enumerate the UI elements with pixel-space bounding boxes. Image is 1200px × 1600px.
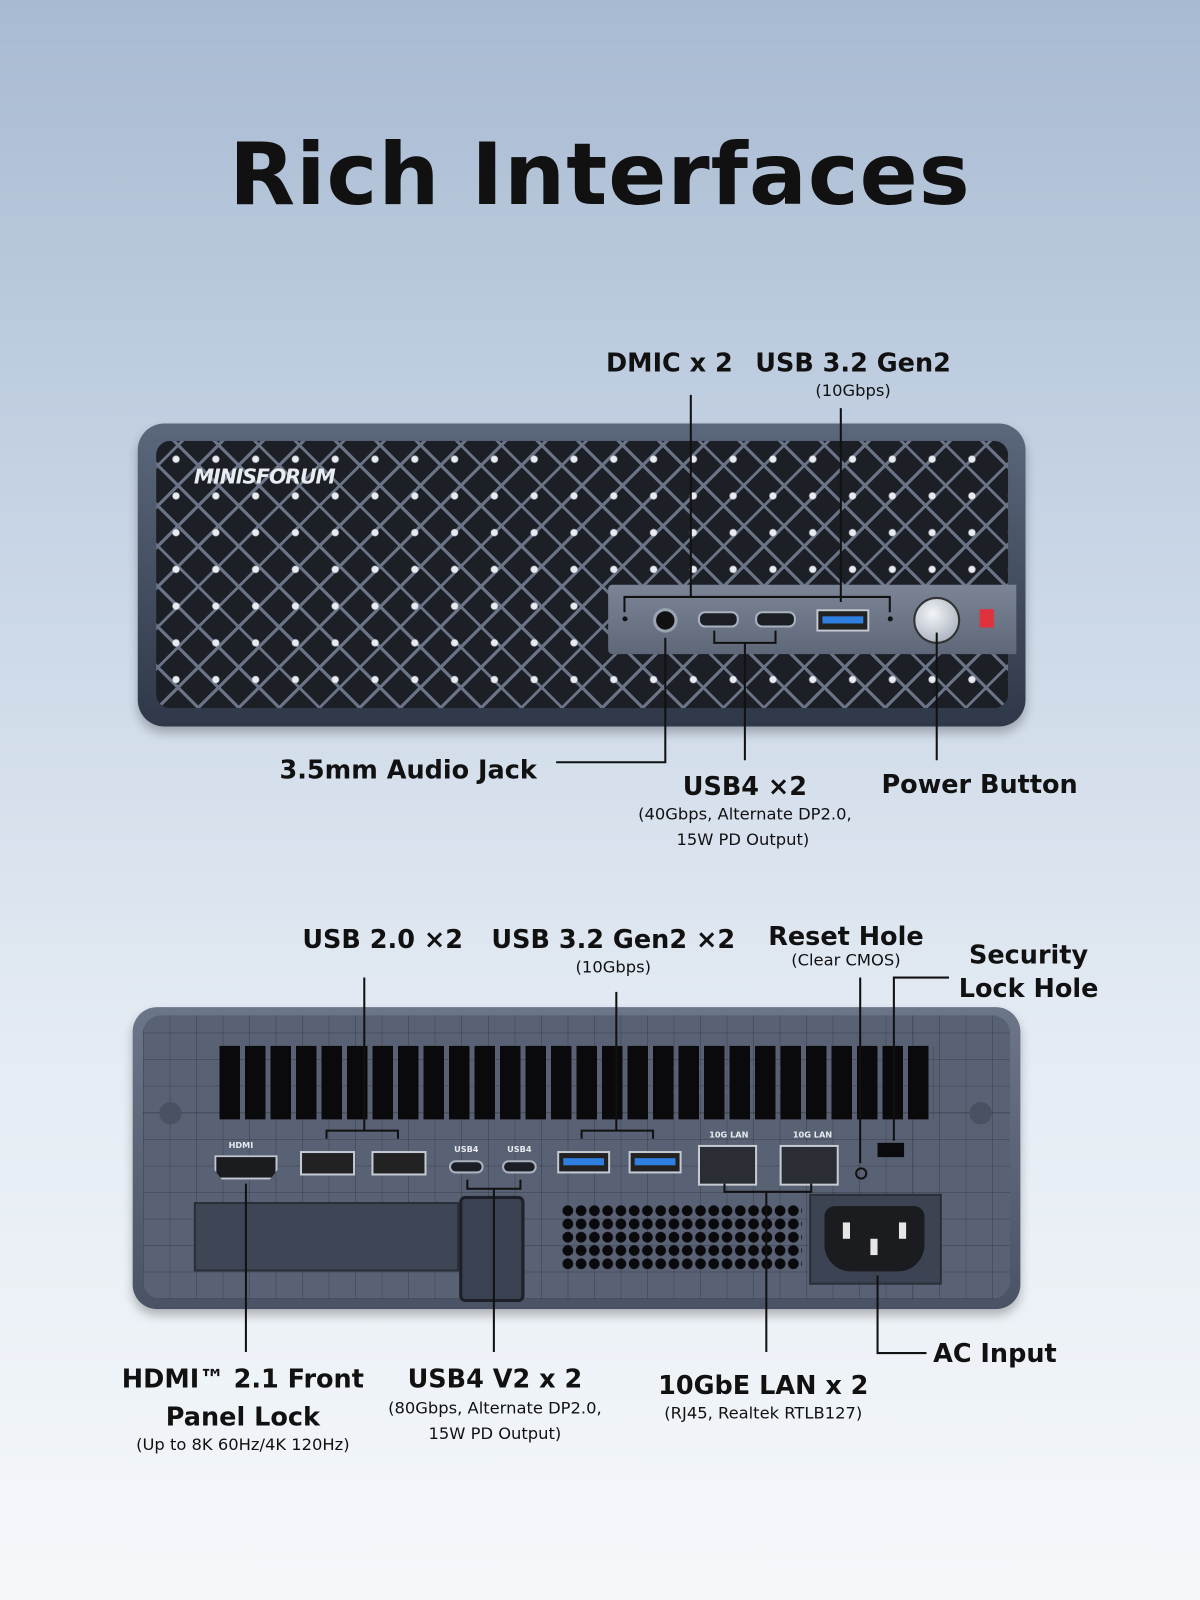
ac-pin-icon xyxy=(870,1238,878,1256)
front-usb32-sub: (10Gbps) xyxy=(815,380,891,400)
usb20-label: USB 2.0 ×2 xyxy=(302,924,463,955)
usb4v2-sub: 15W PD Output) xyxy=(428,1423,562,1443)
usb4-port-label: USB4 xyxy=(507,1144,532,1155)
hdmi-label: HDMI™ 2.1 Front xyxy=(121,1364,364,1394)
usb4v2-label: USB4 V2 x 2 xyxy=(407,1364,583,1394)
audio-jack-label: 3.5mm Audio Jack xyxy=(279,755,537,785)
usb4-port-icon xyxy=(755,611,796,628)
reset-hole-label: Reset Hole xyxy=(768,921,924,952)
audio-jack-icon xyxy=(653,608,678,633)
usb2-port-icon xyxy=(371,1151,427,1176)
usb4-sub: (40Gbps, Alternate DP2.0, xyxy=(638,804,852,824)
rear-mesh-vent xyxy=(561,1204,803,1270)
usb4-port-icon xyxy=(697,611,739,628)
front-grille xyxy=(156,440,1009,709)
brand-logo: MINISFORUM xyxy=(193,464,336,489)
ac-pin-icon xyxy=(842,1222,850,1239)
dmic-hole-icon xyxy=(622,616,628,622)
security-label: Lock Hole xyxy=(958,973,1099,1004)
rear-vents xyxy=(219,1045,934,1120)
ac-input-label: AC Input xyxy=(933,1338,1057,1369)
lan-port-icon xyxy=(779,1144,839,1186)
front-usb32-label: USB 3.2 Gen2 xyxy=(755,347,951,378)
reset-hole-icon xyxy=(855,1167,868,1180)
usb4v2-port-icon xyxy=(502,1160,537,1174)
page-title: Rich Interfaces xyxy=(229,124,971,225)
security-label: Security xyxy=(969,939,1089,970)
lan-port-label: 10G LAN xyxy=(792,1130,833,1140)
usb4-port-label: USB4 xyxy=(454,1144,479,1155)
usb3-port-icon xyxy=(628,1151,682,1174)
hdmi-port-icon xyxy=(214,1155,278,1180)
lan-port-icon xyxy=(697,1144,758,1186)
screw-icon xyxy=(159,1102,182,1125)
reset-hole-sub: (Clear CMOS) xyxy=(791,949,901,970)
usb4-sub: 15W PD Output) xyxy=(676,829,810,849)
usb2-port-icon xyxy=(299,1151,356,1176)
dmic-hole-icon xyxy=(887,616,893,622)
usb4-label: USB4 ×2 xyxy=(682,771,808,802)
usb3-port-icon xyxy=(557,1151,611,1174)
ac-pin-icon xyxy=(898,1222,907,1239)
hdmi-sub: (Up to 8K 60Hz/4K 120Hz) xyxy=(136,1434,350,1455)
power-button-label: Power Button xyxy=(881,769,1078,799)
lan-label: 10GbE LAN x 2 xyxy=(658,1370,869,1400)
rear-usb32-sub: (10Gbps) xyxy=(575,957,651,977)
ai-badge-icon xyxy=(979,609,994,628)
panel-lock-bar xyxy=(193,1202,460,1272)
rear-usb32-label: USB 3.2 Gen2 ×2 xyxy=(491,924,736,955)
screw-icon xyxy=(969,1102,992,1125)
power-button-icon xyxy=(913,596,961,644)
usb4v2-sub: (80Gbps, Alternate DP2.0, xyxy=(388,1397,602,1418)
hdmi-label: Panel Lock xyxy=(165,1402,320,1432)
usb3-port-icon xyxy=(816,609,870,632)
lan-sub: (RJ45, Realtek RTLB127) xyxy=(664,1403,863,1423)
usb4v2-port-icon xyxy=(448,1160,484,1174)
lan-port-label: 10G LAN xyxy=(709,1130,749,1140)
dmic-label: DMIC x 2 xyxy=(606,347,733,378)
panel-lock-latch xyxy=(459,1195,525,1303)
hdmi-port-label: HDMI xyxy=(228,1140,254,1150)
security-lock-hole-icon xyxy=(877,1142,905,1158)
